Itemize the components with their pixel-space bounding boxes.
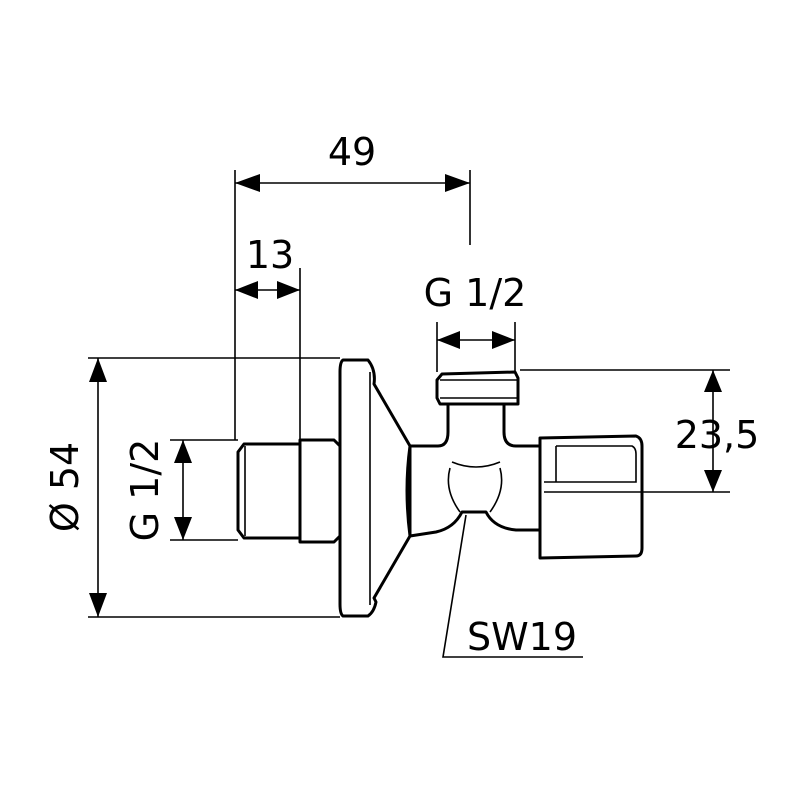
label-outlet-height: 23,5 <box>675 413 760 457</box>
dimension-13 <box>235 281 300 299</box>
dimension-23-5 <box>704 370 722 492</box>
extension-lines <box>88 170 730 618</box>
body-neck <box>405 444 412 538</box>
dimension-inlet-thread <box>174 440 192 540</box>
angle-valve <box>236 358 644 618</box>
dimension-outlet-thread <box>437 331 515 349</box>
dimension-49 <box>235 174 470 192</box>
label-rosette-diameter: Ø 54 <box>43 442 87 532</box>
label-total-width: 49 <box>328 130 376 174</box>
dimension-diameter-54 <box>89 358 107 617</box>
inlet-thread <box>236 442 302 540</box>
outlet-thread <box>435 370 520 406</box>
inlet-hub <box>298 438 342 544</box>
leader-sw19 <box>442 514 583 658</box>
valve-body <box>408 402 542 538</box>
label-inlet-thread: G 1/2 <box>123 439 167 542</box>
label-outlet-thread: G 1/2 <box>424 271 527 315</box>
valve-handle <box>538 434 644 560</box>
label-thread-length: 13 <box>246 233 294 277</box>
rosette <box>338 358 412 618</box>
label-wrench-size: SW19 <box>467 615 577 659</box>
